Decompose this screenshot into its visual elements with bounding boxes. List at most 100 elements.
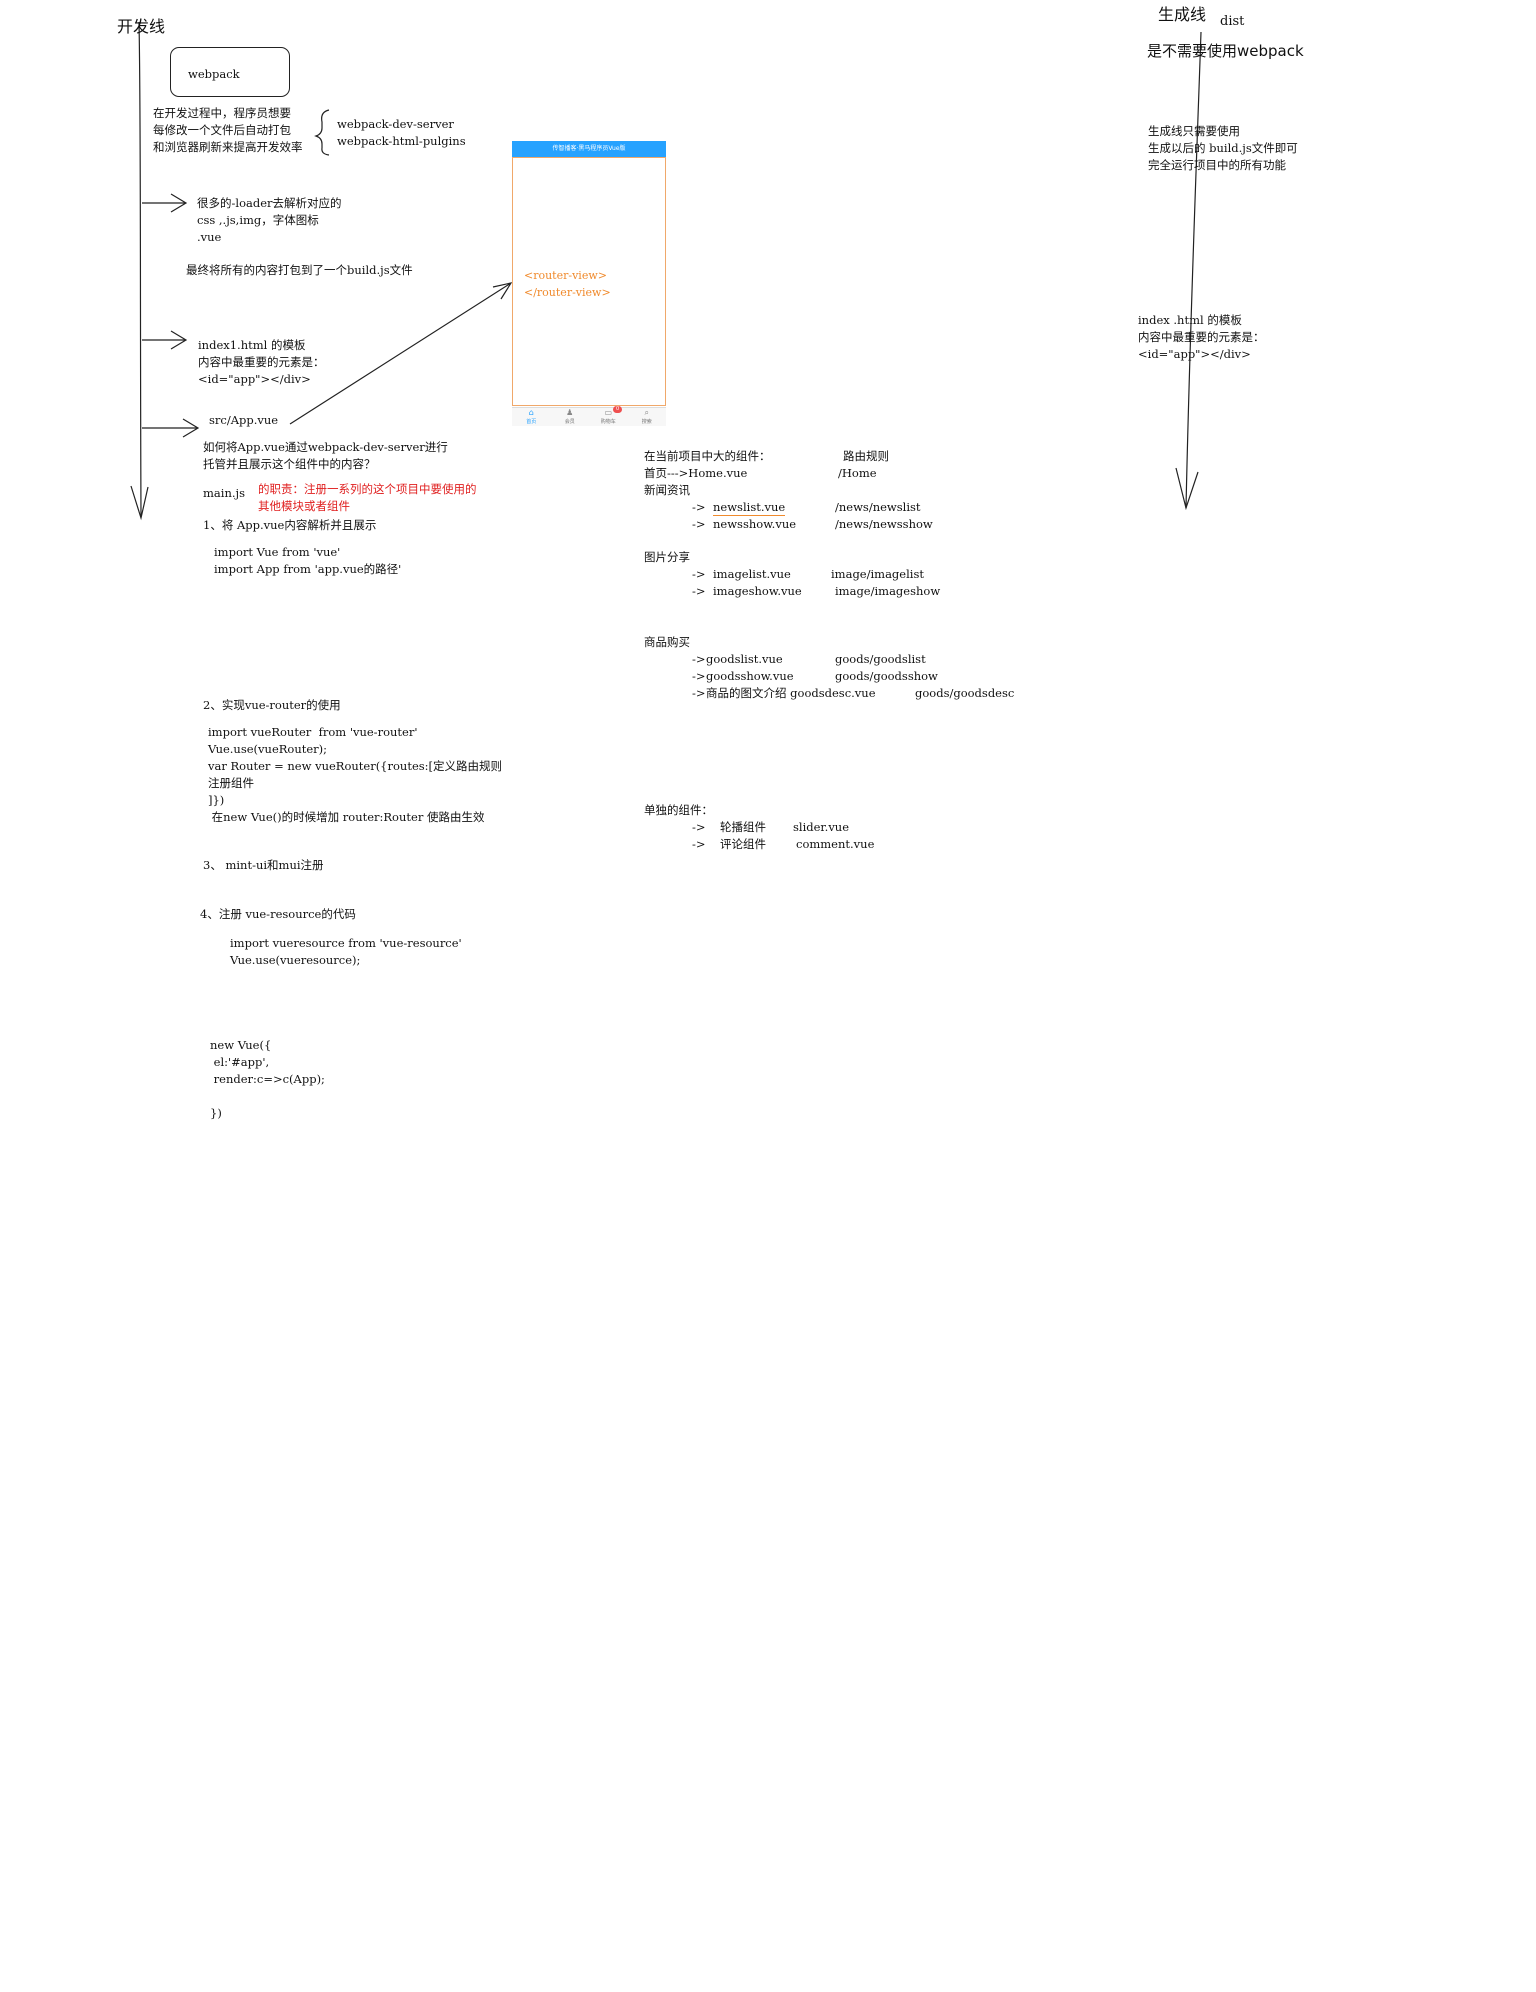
phone-header: 传智播客·黑马程序员Vue版 <box>512 141 666 157</box>
phone-mockup: 传智播客·黑马程序员Vue版 <router-view> </router-vi… <box>512 141 667 426</box>
single-arrow-1: -> <box>692 820 706 834</box>
prod-line-3: 完全运行项目中的所有功能 <box>1148 158 1286 172</box>
dev-index-3: <id="app"></div> <box>198 372 311 386</box>
goods-route-3: goods/goodsdesc <box>915 686 1015 700</box>
goods-title: 商品购买 <box>644 635 690 649</box>
single-title: 单独的组件： <box>644 803 713 817</box>
phone-body: <router-view> </router-view> <box>512 157 666 406</box>
components-header: 在当前项目中大的组件： <box>644 449 771 463</box>
goods-file-3: 商品的图文介绍 goodsdesc.vue <box>706 686 876 700</box>
arrow-index <box>142 330 188 350</box>
dev-arrowhead <box>130 485 149 521</box>
step4-title: 4、注册 vue-resource的代码 <box>200 907 356 921</box>
news-file-1: newslist.vue <box>713 500 786 516</box>
dev-line <box>138 21 142 517</box>
goods-arrow-1: -> <box>692 652 706 666</box>
loader-line-2: css ,.js,img，字体图标 <box>197 213 319 227</box>
home-component: 首页--->Home.vue <box>644 466 748 480</box>
tab-member-label: 会员 <box>564 419 575 425</box>
route-header: 路由规则 <box>843 449 889 463</box>
single-name-2: 评论组件 <box>720 837 766 851</box>
loader-line-3: .vue <box>197 230 222 244</box>
goods-arrow-2: -> <box>692 669 706 683</box>
bundle-note: 最终将所有的内容打包到了一个build.js文件 <box>186 263 413 277</box>
webpack-label: webpack <box>188 67 240 81</box>
step1-code-2: import App from 'app.vue的路径' <box>214 562 402 576</box>
prod-index-1: index .html 的模板 <box>1138 313 1242 327</box>
step2-code-3: var Router = new vueRouter({routes:[定义路由… <box>208 759 503 773</box>
dev-purpose-1: 在开发过程中，程序员想要 <box>153 106 291 120</box>
dev-index-1: index1.html 的模板 <box>198 338 306 352</box>
image-arrow-1: -> <box>692 567 706 581</box>
goods-file-1: goodslist.vue <box>706 652 783 666</box>
plugin-html: webpack-html-pulgins <box>337 134 466 148</box>
goods-file-2: goodsshow.vue <box>706 669 794 683</box>
plugin-dev-server: webpack-dev-server <box>337 117 454 131</box>
goods-route-1: goods/goodslist <box>835 652 926 666</box>
step1-code-1: import Vue from 'vue' <box>214 545 341 559</box>
loader-line-1: 很多的-loader去解析对应的 <box>197 196 342 210</box>
cart-badge: 0 <box>613 406 623 413</box>
phone-tabbar: ⌂ 首页 ♟ 会员 ▭ 0 购物车 ⌕ 搜索 <box>512 406 667 426</box>
arrow-loader <box>142 193 188 213</box>
news-arrow-2: -> <box>692 517 706 531</box>
step2-code-2: Vue.use(vueRouter); <box>208 742 328 756</box>
tab-member[interactable]: ♟ 会员 <box>551 408 590 426</box>
single-file-2: comment.vue <box>796 837 875 851</box>
new-vue-3: render:c=>c(App); <box>210 1072 325 1086</box>
news-file-2: newsshow.vue <box>713 517 797 531</box>
dev-index-2: 内容中最重要的元素是： <box>198 355 325 369</box>
step2-code-1: import vueRouter from 'vue-router' <box>208 725 418 739</box>
plugin-brace <box>314 109 330 156</box>
step4-code-1: import vueresource from 'vue-resource' <box>230 936 462 950</box>
single-name-1: 轮播组件 <box>720 820 766 834</box>
single-file-1: slider.vue <box>793 820 850 834</box>
new-vue-5: }) <box>210 1106 222 1120</box>
new-vue-1: new Vue({ <box>210 1038 272 1052</box>
tab-search-label: 搜索 <box>641 419 652 425</box>
goods-route-2: goods/goodsshow <box>835 669 938 683</box>
tab-home[interactable]: ⌂ 首页 <box>512 408 551 426</box>
app-host-2: 托管并且展示这个组件中的内容？ <box>203 457 376 471</box>
tab-cart-label: 购物车 <box>600 419 616 425</box>
router-view-open: <router-view> <box>524 269 607 282</box>
new-vue-2: el:'#app', <box>210 1055 270 1069</box>
news-arrow-1: -> <box>692 500 706 514</box>
app-vue-label: src/App.vue <box>209 413 279 427</box>
news-route-2: /news/newsshow <box>835 517 933 531</box>
prod-title: 生成线 <box>1158 5 1207 24</box>
step4-code-2: Vue.use(vueresource); <box>230 953 361 967</box>
main-js-duty-1: 的职责：注册一系列的这个项目中要使用的 <box>258 482 477 496</box>
prod-arrowhead <box>1175 467 1199 511</box>
prod-dist: dist <box>1220 14 1245 29</box>
main-js-duty-2: 其他模块或者组件 <box>258 499 350 513</box>
main-js-label: main.js <box>203 486 245 500</box>
webpack-box <box>170 47 290 97</box>
step2-code-5: ]}) <box>208 793 225 807</box>
image-file-1: imagelist.vue <box>713 567 791 581</box>
image-arrow-2: -> <box>692 584 706 598</box>
prod-index-2: 内容中最重要的元素是： <box>1138 330 1265 344</box>
tab-cart[interactable]: ▭ 0 购物车 <box>589 406 628 426</box>
step1-title: 1、将 App.vue内容解析并且展示 <box>203 518 377 532</box>
image-route-2: image/imageshow <box>835 584 941 598</box>
single-arrow-2: -> <box>692 837 706 851</box>
search-icon: ⌕ <box>644 408 649 417</box>
dev-purpose-3: 和浏览器刷新来提高开发效率 <box>153 140 303 154</box>
image-route-1: image/imagelist <box>831 567 924 581</box>
news-route-1: /news/newslist <box>835 500 921 514</box>
tab-search[interactable]: ⌕ 搜索 <box>628 408 667 426</box>
step2-code-4: 注册组件 <box>208 776 254 790</box>
prod-line-2: 生成以后的 build.js文件即可 <box>1148 141 1298 155</box>
home-icon: ⌂ <box>528 408 534 417</box>
router-view-close: </router-view> <box>524 286 611 299</box>
prod-no-webpack: 是不需要使用webpack <box>1147 42 1304 60</box>
goods-arrow-3: -> <box>692 686 706 700</box>
home-route: /Home <box>838 466 877 480</box>
prod-index-3: <id="app"></div> <box>1138 347 1251 361</box>
image-title: 图片分享 <box>644 550 690 564</box>
dev-purpose-2: 每修改一个文件后自动打包 <box>153 123 291 137</box>
arrow-app <box>142 418 200 438</box>
arrow-app-to-phone <box>289 282 513 425</box>
member-icon: ♟ <box>566 408 574 417</box>
